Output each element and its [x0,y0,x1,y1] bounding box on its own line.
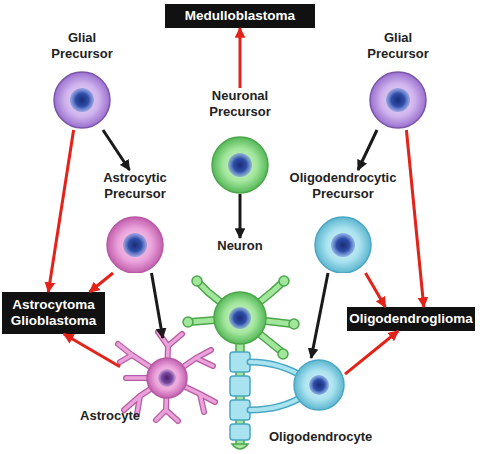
myelin-sheath [230,424,250,440]
cell-label: Oligodendrocytic Precursor [268,170,418,202]
myelin-sheath [230,376,250,396]
dendrite-ends [279,276,289,286]
precursor-cell: Neuronal Precursor [190,88,290,194]
differentiation-arrow [311,273,328,358]
cell-body [370,72,426,128]
nucleus [309,375,329,395]
neuron-dendrites [190,282,292,352]
astrocyte-processes [118,332,215,421]
cell-label: Astrocytic Precursor [80,170,190,202]
dendrite-ends [289,319,299,329]
differentiation-arrow [152,273,163,338]
tumor-arrow [48,130,73,292]
astrocyte-body [147,358,187,398]
cell-body [315,217,371,273]
myelin-sheath [230,352,250,440]
tumor-label: Medulloblastoma [182,8,298,24]
astrocyte-processes [118,332,215,421]
precursor-cell: Glial Precursor [356,30,440,130]
neuron-body [214,292,266,344]
neuron-dendrites [190,282,292,352]
cell-label: Glial Precursor [356,30,440,62]
tumor-label: Oligodendroglioma [346,311,476,327]
dendrite-ends [278,349,288,359]
precursor-cell: Oligodendrocytic Precursor [268,170,418,273]
cell-outline [268,170,418,273]
cell-label: Astrocyte [70,408,150,424]
nucleus [331,233,355,257]
tumor-label: Astrocytoma Glioblastoma [2,297,105,329]
dendrite-ends [183,317,193,327]
cell-label: Neuronal Precursor [190,88,290,120]
astrocyte-illustration [118,332,215,421]
dendrite-ends [192,276,202,286]
nucleus [123,233,147,257]
nucleus [228,153,252,177]
differentiation-arrow [239,194,242,238]
axon-terminal [232,444,248,449]
neuron-dendrites [190,282,292,352]
precursor-cell: Glial Precursor [40,30,124,130]
mature-cell: Oligodendrocyte [293,358,345,412]
nucleus [158,369,176,387]
nucleus [386,88,410,112]
tumor-arrow [90,273,113,292]
tumor-box: Oligodendroglioma [347,307,475,331]
cell-outline [190,88,290,194]
nucleus [229,307,251,329]
oligodendrocyte-body [294,360,344,410]
differentiation-arrow [358,130,377,170]
cell-body [212,137,268,193]
precursor-cell: Astrocytic Precursor [80,170,190,273]
tumor-arrow [64,334,120,367]
cell-label: Neuron [200,238,280,254]
cell-outline [80,170,190,273]
tumor-arrow [366,273,386,307]
tumor-arrow [239,28,242,88]
tumor-arrow [406,130,423,307]
cell-body [54,72,110,128]
mature-cell: Neuron [200,238,280,348]
nucleus [70,88,94,112]
cell-label: Oligodendrocyte [269,429,369,445]
tumor-arrow [345,331,398,374]
oligodendrocyte-illustration [250,360,344,410]
differentiation-arrow [103,130,130,170]
tumor-box: Astrocytoma Glioblastoma [2,292,105,334]
tumor-box: Medulloblastoma [165,4,315,28]
cell-body [107,217,163,273]
mature-cell: Astrocyte [120,338,215,420]
astrocyte-processes [118,332,215,421]
cell-label: Glial Precursor [40,30,124,62]
